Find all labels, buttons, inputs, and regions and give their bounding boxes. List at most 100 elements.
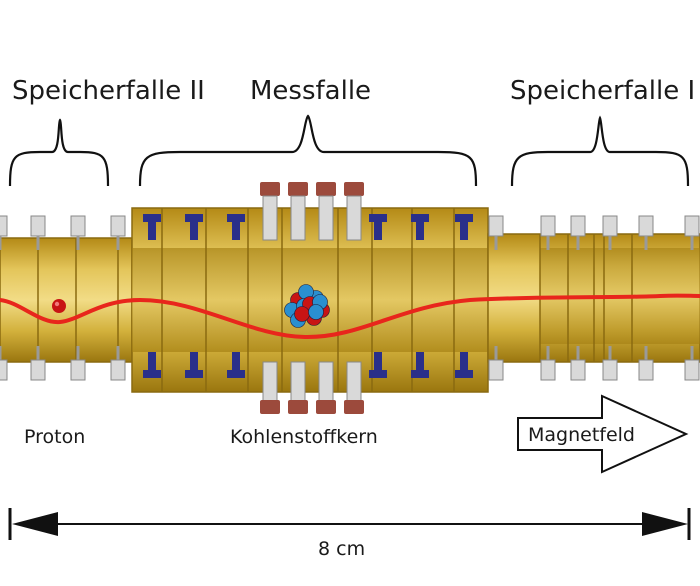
coil-top-post-2 [318, 195, 334, 241]
tab-top-7 [602, 215, 618, 237]
tab-top-6 [570, 215, 586, 237]
label-speicherfalle-2: Speicherfalle II [12, 76, 205, 106]
tab-top-1 [30, 215, 46, 237]
tab-bottom-wire-0 [0, 346, 2, 360]
tab-top-8 [638, 215, 654, 237]
ring-top-cap-5 [455, 214, 473, 222]
coil-bottom-0 [260, 400, 280, 414]
label-messfalle: Messfalle [250, 76, 372, 106]
coil-top-3 [344, 182, 364, 196]
tab-bottom-8 [638, 359, 654, 381]
ring-top-cap-4 [411, 214, 429, 222]
coil-top-2 [316, 182, 336, 196]
label-length: 8 cm [318, 538, 366, 560]
ring-bottom-cap-2 [227, 370, 245, 378]
tab-top-wire-7 [608, 236, 612, 250]
ring-top-stem-2 [232, 220, 240, 240]
ring-bottom-stem-1 [190, 352, 198, 372]
tab-top-4 [488, 215, 504, 237]
coil-top-post-3 [346, 195, 362, 241]
label-proton: Proton [24, 426, 86, 448]
tube-speicherfalle-2 [0, 237, 133, 363]
particle-trajectory [0, 293, 700, 340]
coil-bottom-post-2 [318, 361, 334, 403]
carbon-nucleus [284, 284, 330, 328]
ring-top-stem-5 [460, 220, 468, 240]
tab-bottom-wire-4 [494, 346, 498, 360]
tab-top-5 [540, 215, 556, 237]
tab-top-2 [70, 215, 86, 237]
tab-bottom-7 [602, 359, 618, 381]
tab-bottom-wire-7 [608, 346, 612, 360]
tab-top-3 [110, 215, 126, 237]
tab-top-wire-9 [690, 236, 694, 250]
tab-top-wire-5 [546, 236, 550, 250]
coil-bottom-3 [344, 400, 364, 414]
ring-top-cap-0 [143, 214, 161, 222]
tab-bottom-1 [30, 359, 46, 381]
brace-left [8, 118, 110, 187]
navy-ring-electrodes [143, 214, 473, 378]
coil-bottom-post-1 [290, 361, 306, 403]
ring-top-cap-2 [227, 214, 245, 222]
tab-bottom-wire-3 [116, 346, 120, 360]
coil-bottom-1 [288, 400, 308, 414]
tab-bottom-3 [110, 359, 126, 381]
tab-bottom-4 [488, 359, 504, 381]
tab-top-wire-8 [644, 236, 648, 250]
tab-top-wire-0 [0, 236, 2, 250]
tab-top-9 [684, 215, 700, 237]
nucleon-11 [308, 304, 324, 320]
ring-bottom-stem-4 [416, 352, 424, 372]
ring-bottom-cap-1 [185, 370, 203, 378]
tab-top-wire-4 [494, 236, 498, 250]
coil-top-post-1 [290, 195, 306, 241]
ring-bottom-cap-5 [455, 370, 473, 378]
tab-bottom-9 [684, 359, 700, 381]
tab-top-wire-2 [76, 236, 80, 250]
proton-sphere [52, 299, 66, 313]
nucleon-10 [294, 306, 310, 322]
ring-bottom-stem-5 [460, 352, 468, 372]
ring-top-stem-4 [416, 220, 424, 240]
tab-bottom-wire-9 [690, 346, 694, 360]
dimension-arrow-right [642, 512, 688, 536]
ring-bottom-stem-2 [232, 352, 240, 372]
tab-bottom-2 [70, 359, 86, 381]
coil-top-post-0 [262, 195, 278, 241]
tab-top-wire-6 [576, 236, 580, 250]
excitation-coils [260, 182, 364, 414]
grey-electrode-tabs [0, 215, 700, 381]
coil-top-1 [288, 182, 308, 196]
ring-bottom-stem-0 [148, 352, 156, 372]
coil-bottom-post-0 [262, 361, 278, 403]
tab-bottom-wire-8 [644, 346, 648, 360]
ring-top-stem-1 [190, 220, 198, 240]
label-magnetfeld: Magnetfeld [528, 424, 635, 446]
tab-top-wire-1 [36, 236, 40, 250]
brace-center [138, 114, 478, 187]
label-kohlenstoffkern: Kohlenstoffkern [230, 426, 378, 448]
ring-top-stem-3 [374, 220, 382, 240]
tab-bottom-wire-6 [576, 346, 580, 360]
tab-bottom-0 [0, 359, 8, 381]
ring-top-cap-1 [185, 214, 203, 222]
ring-top-cap-3 [369, 214, 387, 222]
coil-bottom-2 [316, 400, 336, 414]
tab-bottom-wire-1 [36, 346, 40, 360]
ring-top-stem-0 [148, 220, 156, 240]
tab-bottom-6 [570, 359, 586, 381]
brace-right [510, 115, 690, 187]
ring-bottom-cap-3 [369, 370, 387, 378]
tab-bottom-wire-2 [76, 346, 80, 360]
coil-top-0 [260, 182, 280, 196]
dimension-arrow-left [12, 512, 58, 536]
ring-bottom-cap-0 [143, 370, 161, 378]
ring-bottom-cap-4 [411, 370, 429, 378]
coil-bottom-post-3 [346, 361, 362, 403]
label-speicherfalle-1: Speicherfalle I [510, 76, 696, 106]
tab-top-0 [0, 215, 8, 237]
tab-bottom-5 [540, 359, 556, 381]
